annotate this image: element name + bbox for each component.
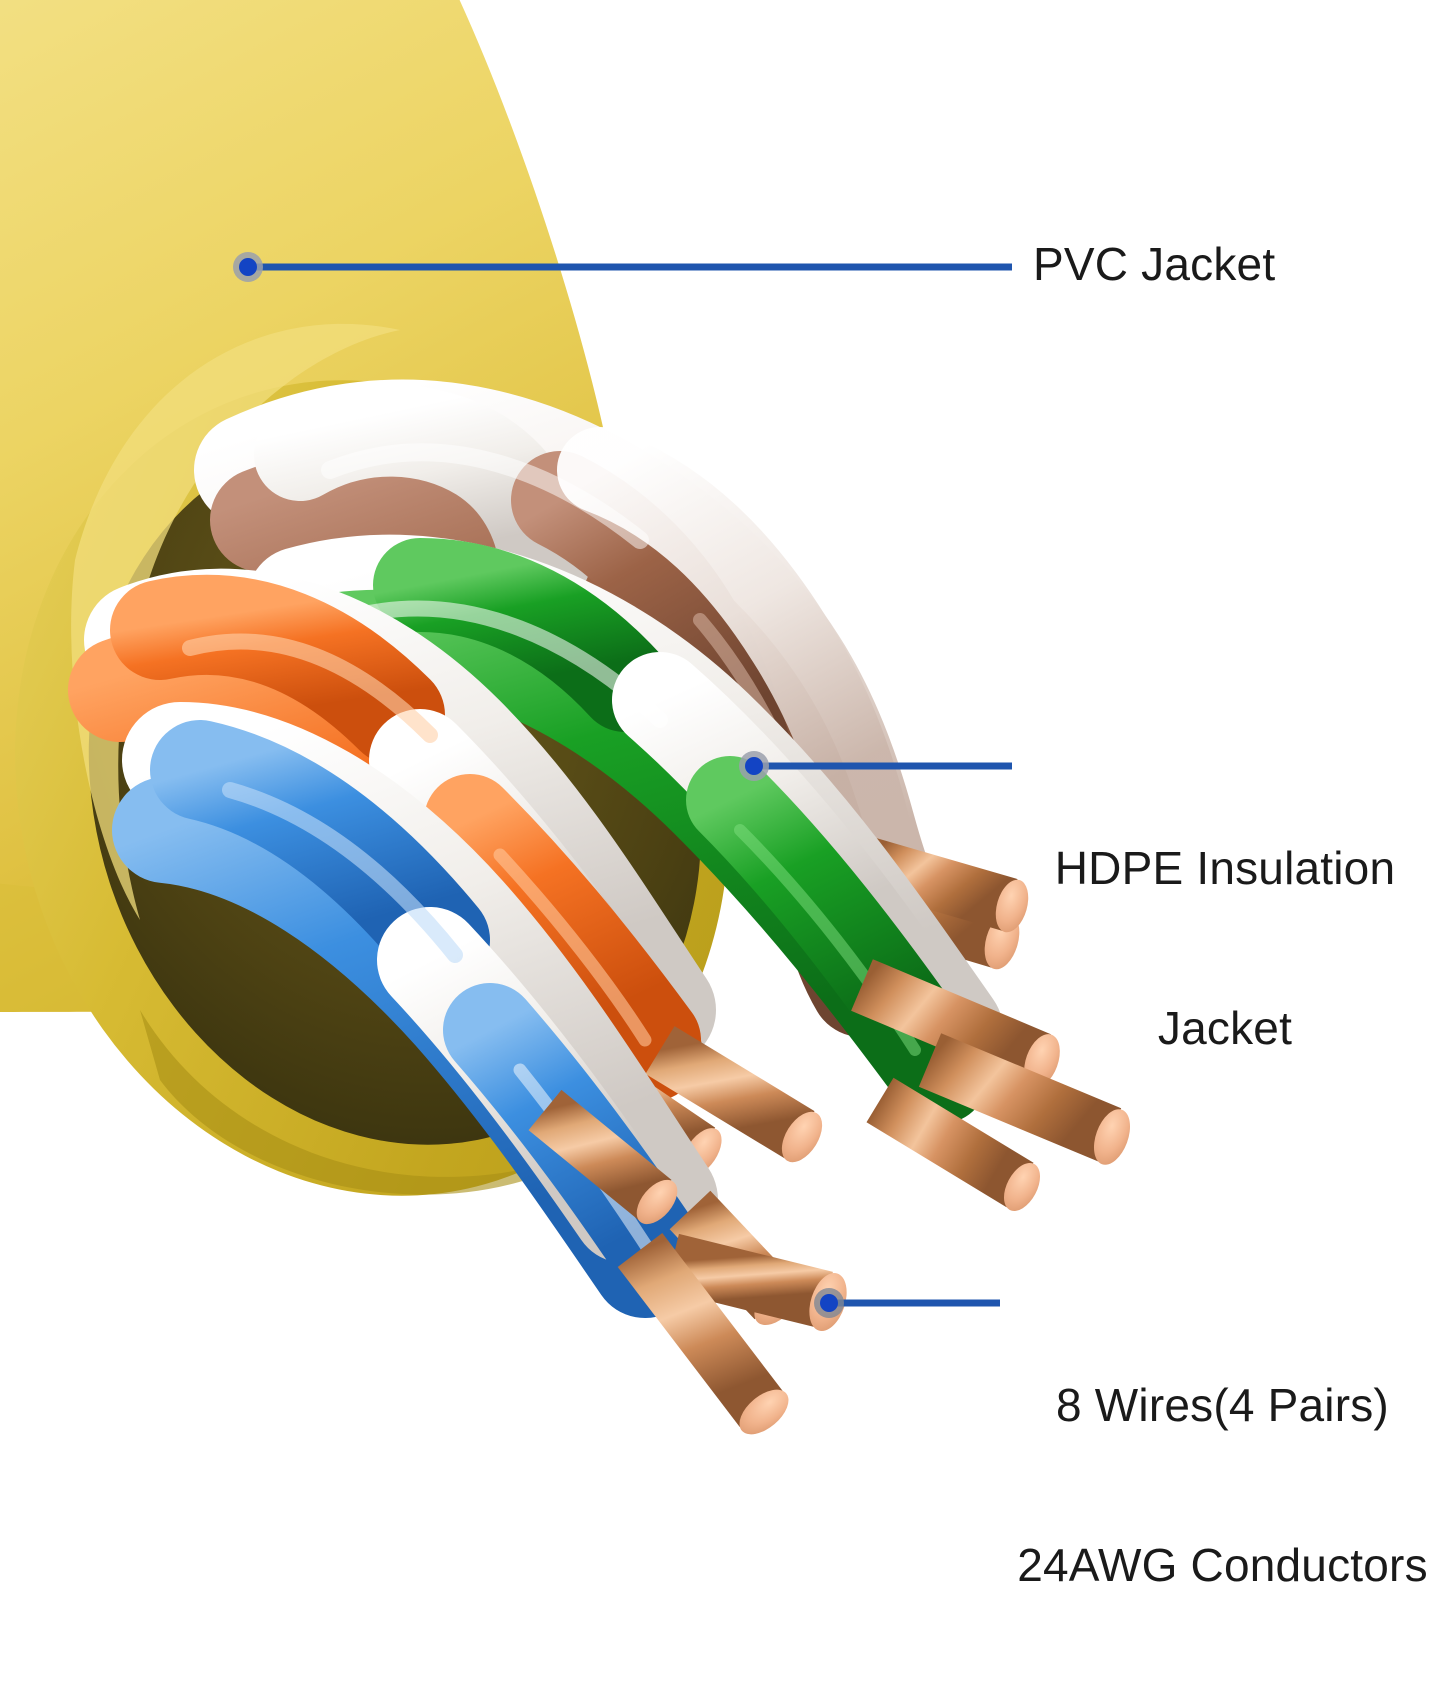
leader-pvc-jacket: [233, 252, 1012, 282]
cable-diagram-canvas: PVC Jacket HDPE Insulation Jacket 8 Wire…: [0, 0, 1428, 1591]
cable-illustration: [0, 0, 1131, 1435]
callout-label-pvc-jacket: PVC Jacket: [1033, 238, 1276, 290]
green-conductors: [851, 959, 1131, 1212]
callout-label-hdpe-insulation: HDPE Insulation Jacket: [1025, 735, 1425, 1162]
blue-conductors: [528, 1089, 847, 1435]
leader-conductors: [814, 1288, 1000, 1318]
orange-pair: [68, 568, 716, 1102]
twisted-pairs: [68, 379, 1131, 1435]
callout-label-hdpe-line-2: Jacket: [1157, 1001, 1293, 1054]
callout-label-conductors-line-1: 8 Wires(4 Pairs): [1056, 1378, 1389, 1431]
callout-leaders: [233, 252, 1012, 1318]
callout-label-conductors: 8 Wires(4 Pairs) 24AWG Conductors: [1000, 1272, 1445, 1699]
callout-label-hdpe-line-1: HDPE Insulation: [1054, 841, 1396, 894]
leader-hdpe-insulation: [739, 751, 1012, 781]
callout-label-conductors-line-2: 24AWG Conductors: [1017, 1538, 1428, 1591]
